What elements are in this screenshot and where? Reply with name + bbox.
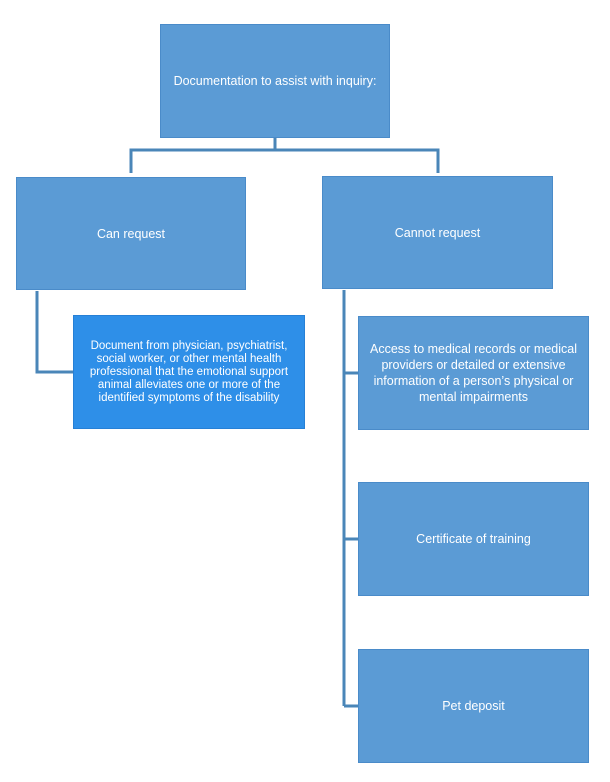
can-request-node: Can request [16,177,246,290]
cannot-request-label: Cannot request [394,225,481,240]
medical-records-label: Access to medical records or medical pro… [369,342,578,404]
can-request-label: Can request [96,226,166,241]
document-from-professional-label: Document from physician, psychiatrist, s… [89,339,289,404]
connector-root-to-branches [129,138,440,173]
pet-deposit-node: Pet deposit [358,649,589,763]
connector-can-to-document [35,291,73,374]
root-node-label: Documentation to assist with inquiry: [173,74,377,88]
pet-deposit-label: Pet deposit [442,699,505,713]
medical-records-node: Access to medical records or medical pro… [358,316,589,430]
certificate-of-training-node: Certificate of training [358,482,589,596]
connector-cannot-to-children [342,290,358,708]
document-from-professional-node: Document from physician, psychiatrist, s… [73,315,305,429]
cannot-request-node: Cannot request [322,176,553,289]
certificate-of-training-label: Certificate of training [416,532,531,546]
root-node: Documentation to assist with inquiry: [160,24,390,138]
